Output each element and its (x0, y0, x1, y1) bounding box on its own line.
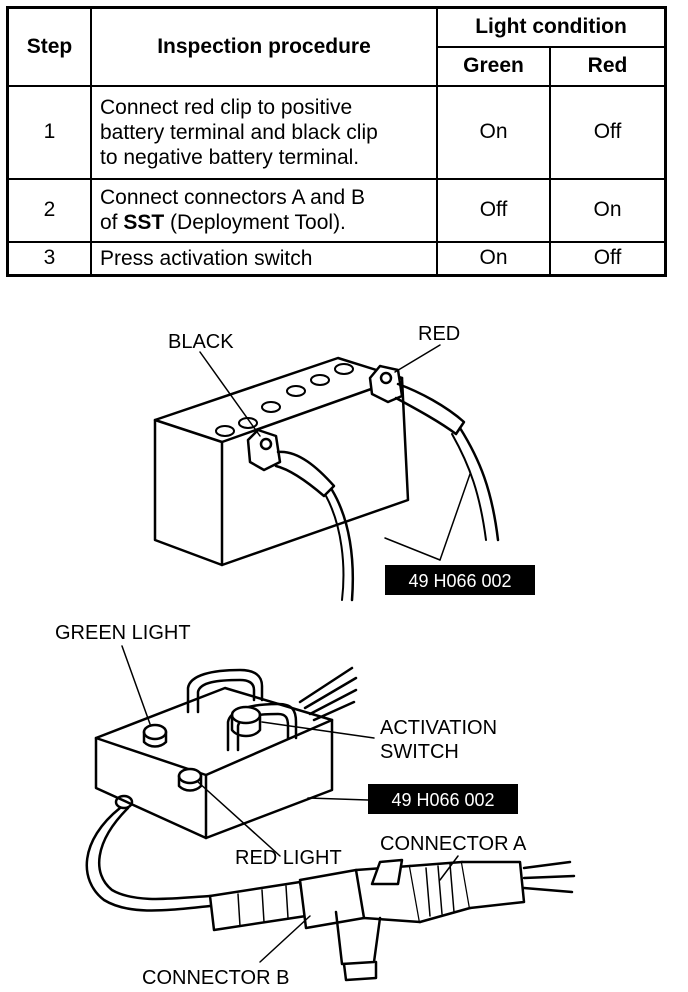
label-black: BLACK (168, 331, 234, 353)
deployment-tool-illustration (85, 645, 576, 982)
step-number: 1 (6, 84, 92, 180)
part-number-tag (368, 784, 518, 814)
green-state: Off (436, 177, 551, 243)
red-clip (368, 364, 466, 436)
label-connector-b: CONNECTOR B (142, 967, 289, 989)
label-activation: ACTIVATION (380, 717, 497, 739)
header-red: Red (549, 45, 667, 87)
procedure-text: Press activation switch (90, 240, 438, 277)
header-green: Green (436, 45, 551, 87)
step-number: 3 (6, 240, 92, 277)
part-number-2: 49 H066 002 (391, 790, 494, 810)
green-state: On (436, 240, 551, 277)
part-number-1: 49 H066 002 (408, 571, 511, 591)
green-light (142, 723, 168, 748)
black-clip (246, 428, 336, 498)
battery-illustration (153, 344, 500, 602)
activation-switch (230, 705, 262, 738)
inspection-table: Step Inspection procedure Light conditio… (6, 6, 667, 277)
connector-assembly (208, 858, 576, 982)
red-light (177, 767, 203, 792)
table-row: 3 Press activation switch On Off (6, 240, 667, 277)
label-green-light: GREEN LIGHT (55, 622, 191, 644)
header-step: Step (6, 6, 92, 87)
label-red-light: RED LIGHT (235, 847, 342, 869)
label-switch: SWITCH (380, 741, 459, 763)
step-number: 2 (6, 177, 92, 243)
green-state: On (436, 84, 551, 180)
label-connector-a: CONNECTOR A (380, 833, 527, 855)
red-state: Off (549, 240, 667, 277)
part-number-tag (385, 565, 535, 595)
header-procedure: Inspection procedure (90, 6, 438, 87)
header-light-condition: Light condition (436, 6, 667, 48)
label-red: RED (418, 323, 460, 345)
red-state: Off (549, 84, 667, 180)
red-state: On (549, 177, 667, 243)
